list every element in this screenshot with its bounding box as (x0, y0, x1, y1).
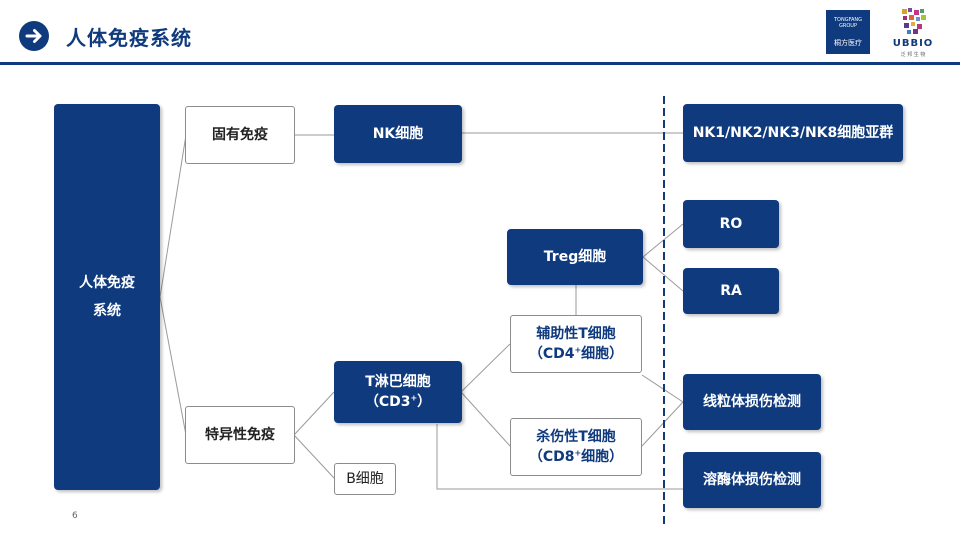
connector-adaptive-bcell (293, 434, 335, 479)
page-number: 6 (72, 511, 78, 521)
nk-subsets-node: NK1/NK2/NK3/NK8细胞亚群 (683, 104, 903, 162)
page-title: 人体免疫系统 (66, 26, 192, 50)
innate-immunity-node: 固有免疫 (185, 106, 295, 164)
lysosome-detection-node: 溶酶体损伤检测 (683, 452, 821, 508)
connector-root-innate (159, 134, 187, 298)
connector-treg-ra (642, 256, 684, 292)
ro-node: RO (683, 200, 779, 248)
tongfang-logo: TONGFANG GROUP 桐方医疗 (826, 10, 870, 54)
ubbio-logo-mark (902, 8, 926, 34)
killer-t-cell-node: 杀伤性T细胞 （CD8+细胞） (510, 418, 642, 476)
arrow-right-icon (19, 21, 49, 51)
b-cell-node: B细胞 (334, 463, 396, 495)
connector-helper-mito (641, 374, 684, 403)
connector-killer-mito (641, 401, 684, 447)
ubbio-logo: UBBIO 泛 邦 生 物 (888, 6, 938, 58)
connector-tcell-lyso (436, 424, 683, 490)
treg-cell-node: Treg细胞 (507, 229, 643, 285)
connector-tcell-killer (460, 391, 511, 447)
helper-t-cell-node: 辅助性T细胞 （CD4+细胞） (510, 315, 642, 373)
root-node: 人体免疫 系统 (54, 104, 160, 490)
mitochondria-detection-node: 线粒体损伤检测 (683, 374, 821, 430)
connector-adaptive-tcell (293, 391, 335, 436)
connector-root-adaptive (159, 296, 187, 436)
connector-tcell-helper (460, 343, 511, 393)
ra-node: RA (683, 268, 779, 314)
header-rule (0, 62, 960, 65)
header: 人体免疫系统 TONGFANG GROUP 桐方医疗 UBBIO 泛 邦 生 物 (0, 0, 960, 62)
nk-cell-node: NK细胞 (334, 105, 462, 163)
adaptive-immunity-node: 特异性免疫 (185, 406, 295, 464)
t-cell-node: T淋巴细胞 （CD3+） (334, 361, 462, 423)
